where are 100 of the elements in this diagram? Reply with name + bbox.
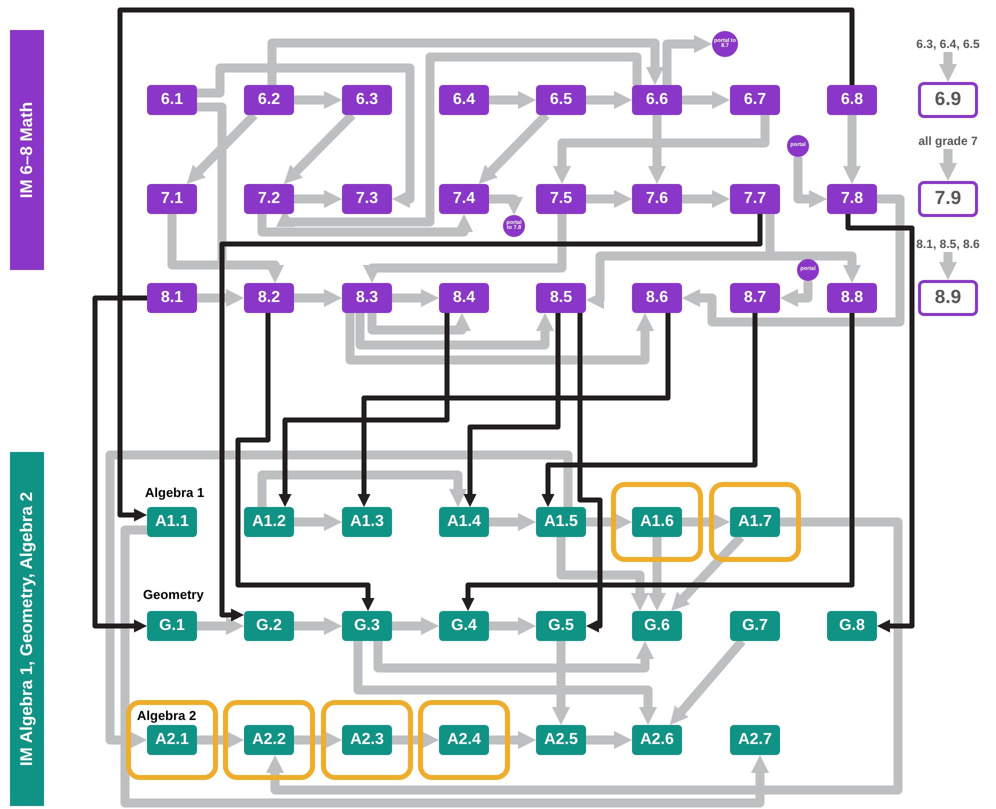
unit-box: 8.5 <box>536 283 586 313</box>
unit-box: 7.5 <box>536 184 586 214</box>
unit-box: 8.2 <box>244 283 294 313</box>
unit-box: 8.9 <box>918 280 978 316</box>
unit-box: 6.6 <box>632 85 682 115</box>
arrow <box>489 91 536 109</box>
arrow <box>780 281 812 307</box>
unit-box: 6.1 <box>147 85 197 115</box>
arrow <box>197 731 244 749</box>
arrow <box>464 313 560 507</box>
unit-box: 7.6 <box>632 184 682 214</box>
prerequisite-note: 8.1, 8.5, 8.6 <box>906 236 990 252</box>
unit-box: 7.8 <box>827 184 877 214</box>
unit-box: 8.7 <box>730 283 780 313</box>
highlight-frame <box>321 700 413 780</box>
unit-box: 7.9 <box>918 181 978 217</box>
arrow <box>682 91 730 109</box>
arrow <box>197 289 244 307</box>
arrow <box>294 731 342 749</box>
highlight-frame <box>418 700 510 780</box>
unit-box: A1.4 <box>439 507 489 537</box>
arrow <box>462 313 854 611</box>
prerequisite-note: 6.3, 6.4, 6.5 <box>906 36 990 52</box>
highlight-frame <box>611 482 703 562</box>
unit-box: A2.5 <box>536 725 586 755</box>
arrow <box>682 190 730 208</box>
arrow <box>294 289 342 307</box>
arrow <box>374 641 654 672</box>
arrow <box>794 157 827 208</box>
unit-box: 6.3 <box>342 85 392 115</box>
arrow <box>586 91 632 109</box>
arrow <box>354 641 657 725</box>
unit-box: G.2 <box>244 611 294 641</box>
arrow <box>843 115 861 184</box>
arrow <box>682 194 904 326</box>
unit-box: 8.8 <box>827 283 877 313</box>
arrow <box>489 513 536 531</box>
unit-box: A2.4 <box>439 725 489 755</box>
unit-box: G.5 <box>536 611 586 641</box>
unit-box: A2.1 <box>147 725 197 755</box>
unit-box: 7.1 <box>147 184 197 214</box>
course-heading: Geometry <box>143 587 204 602</box>
arrow <box>489 731 536 749</box>
arrow <box>236 313 374 611</box>
arrow <box>168 214 284 283</box>
arrow <box>392 289 439 307</box>
course-heading: Algebra 2 <box>137 708 196 723</box>
arrow <box>392 617 439 635</box>
unit-box: A2.3 <box>342 725 392 755</box>
arrow <box>586 513 632 531</box>
unit-box: 7.2 <box>244 184 294 214</box>
arrow <box>220 214 762 622</box>
arrow <box>586 190 632 208</box>
unit-box: 8.1 <box>147 283 197 313</box>
arrow <box>268 38 664 85</box>
arrow <box>682 513 730 531</box>
unit-box: 6.4 <box>439 85 489 115</box>
unit-box: 7.7 <box>730 184 780 214</box>
arrow <box>392 731 439 749</box>
arrow <box>92 296 147 632</box>
arrow <box>556 537 649 611</box>
unit-box: 7.3 <box>342 184 392 214</box>
arrow <box>258 214 473 236</box>
unit-box: A1.7 <box>730 507 780 537</box>
arrow <box>363 214 566 283</box>
arrow <box>294 513 342 531</box>
highlight-frame <box>709 482 801 562</box>
unit-box: G.7 <box>730 611 780 641</box>
arrow <box>120 526 769 808</box>
unit-box: 6.2 <box>244 85 294 115</box>
arrow <box>278 313 450 507</box>
arrow <box>118 8 854 522</box>
arrow <box>356 313 554 350</box>
arrow <box>294 190 342 208</box>
unit-box: G.8 <box>827 611 877 641</box>
unit-box: A2.2 <box>244 725 294 755</box>
unit-box: A2.7 <box>730 725 780 755</box>
unit-box: G.3 <box>342 611 392 641</box>
arrow <box>197 64 414 208</box>
arrow <box>670 638 746 725</box>
arrow <box>552 641 570 725</box>
arrow <box>939 52 957 82</box>
highlight-frame <box>223 700 315 780</box>
unit-box: A1.2 <box>244 507 294 537</box>
arrow <box>276 52 642 227</box>
arrow <box>648 115 666 184</box>
arrow <box>489 194 523 215</box>
arrow <box>294 91 342 109</box>
unit-box: G.6 <box>632 611 682 641</box>
unit-box: A2.6 <box>632 725 682 755</box>
arrow <box>846 214 914 632</box>
arrow <box>294 617 342 635</box>
arrow <box>586 731 632 749</box>
arrow <box>578 313 602 632</box>
arrow <box>368 313 471 334</box>
arrow <box>106 450 572 749</box>
arrow <box>266 518 902 794</box>
unit-box: A1.6 <box>632 507 682 537</box>
unit-box: A1.3 <box>342 507 392 537</box>
course-heading: Algebra 1 <box>145 485 204 500</box>
